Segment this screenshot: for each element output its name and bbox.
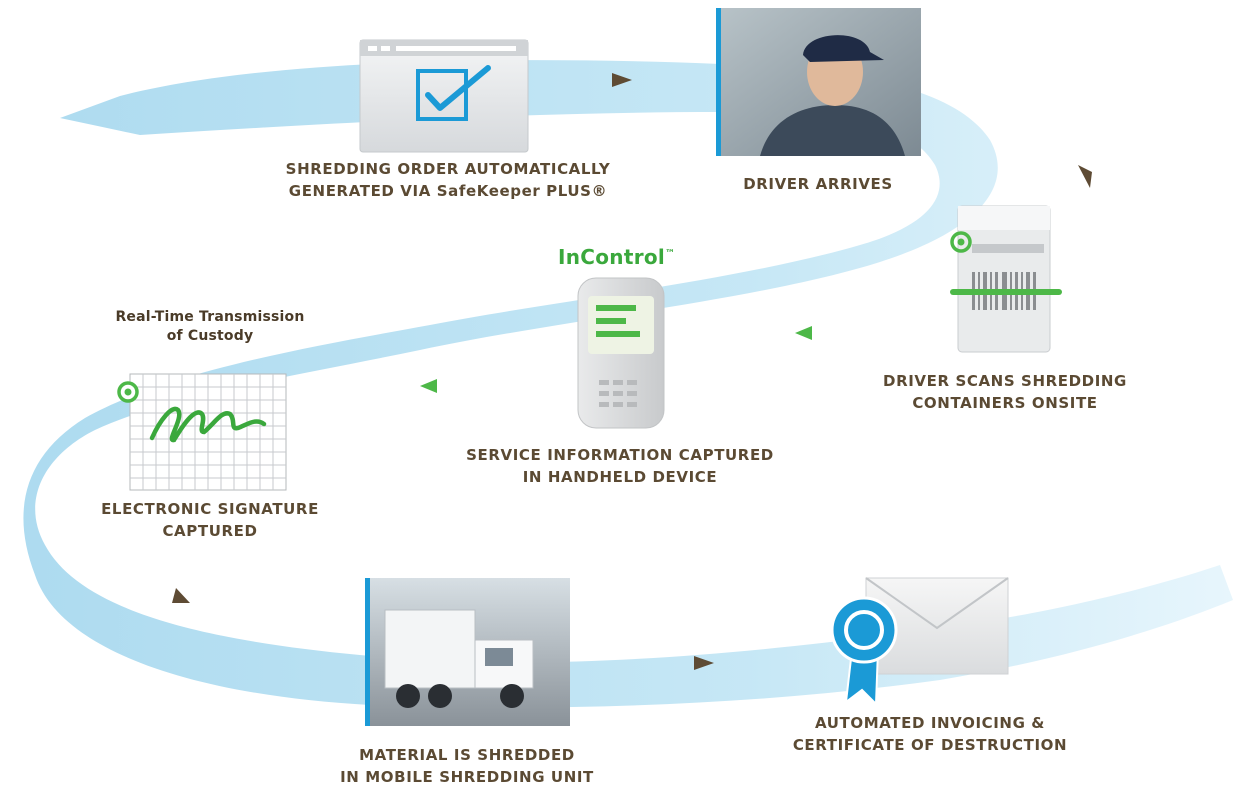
flow-ribbon — [23, 60, 1233, 708]
order-label-line1: SHREDDING ORDER AUTOMATICALLY — [285, 160, 611, 178]
arrow-down-icon — [1078, 165, 1092, 188]
scan-label: DRIVER SCANS SHREDDING CONTAINERS ONSITE — [860, 370, 1150, 414]
signature-label-line2: CAPTURED — [162, 522, 258, 540]
incontrol-name: InControl — [558, 245, 666, 269]
certificate-envelope-icon — [830, 577, 1009, 707]
invoice-label-line1: AUTOMATED INVOICING & — [814, 714, 1045, 732]
arrow-left-green-icon — [795, 326, 812, 340]
driver-label: DRIVER ARRIVES — [698, 173, 938, 195]
truck-photo — [365, 578, 570, 726]
signature-label: ELECTRONIC SIGNATURE CAPTURED — [80, 498, 340, 542]
ribbon-shape — [23, 60, 1233, 708]
realtime-line2: of Custody — [166, 328, 254, 344]
barcode-container-icon — [950, 205, 1062, 353]
driver-label-line1: DRIVER ARRIVES — [743, 175, 893, 193]
handheld-device-icon — [577, 277, 665, 429]
invoice-label-line2: CERTIFICATE OF DESTRUCTION — [792, 736, 1068, 754]
shred-label-line2: IN MOBILE SHREDDING UNIT — [340, 768, 594, 786]
arrow-right-icon — [612, 73, 632, 87]
arrow-up-icon — [172, 588, 190, 603]
scan-label-line2: CONTAINERS ONSITE — [912, 394, 1098, 412]
realtime-annotation: Real-Time Transmission of Custody — [90, 308, 330, 346]
invoice-label: AUTOMATED INVOICING & CERTIFICATE OF DES… — [780, 712, 1080, 756]
shred-label: MATERIAL IS SHREDDED IN MOBILE SHREDDING… — [322, 744, 612, 788]
arrow-left-green-icon-2 — [420, 379, 437, 393]
arrow-right-icon-2 — [694, 656, 714, 670]
order-label: SHREDDING ORDER AUTOMATICALLY GENERATED … — [258, 158, 638, 202]
scan-label-line1: DRIVER SCANS SHREDDING — [883, 372, 1127, 390]
order-label-line2: GENERATED VIA SafeKeeper PLUS® — [288, 182, 608, 200]
checkbox-window-icon — [359, 39, 529, 153]
signature-label-line1: ELECTRONIC SIGNATURE — [101, 500, 319, 518]
signature-grid-icon — [117, 373, 287, 491]
incontrol-brand: InControl™ — [558, 245, 675, 269]
service-label-line2: IN HANDHELD DEVICE — [522, 468, 718, 486]
service-label-line1: SERVICE INFORMATION CAPTURED — [466, 446, 774, 464]
service-label: SERVICE INFORMATION CAPTURED IN HANDHELD… — [440, 444, 800, 488]
driver-photo — [716, 8, 921, 156]
shred-label-line1: MATERIAL IS SHREDDED — [359, 746, 575, 764]
realtime-line1: Real-Time Transmission — [115, 309, 305, 325]
incontrol-trademark: ™ — [665, 248, 676, 260]
